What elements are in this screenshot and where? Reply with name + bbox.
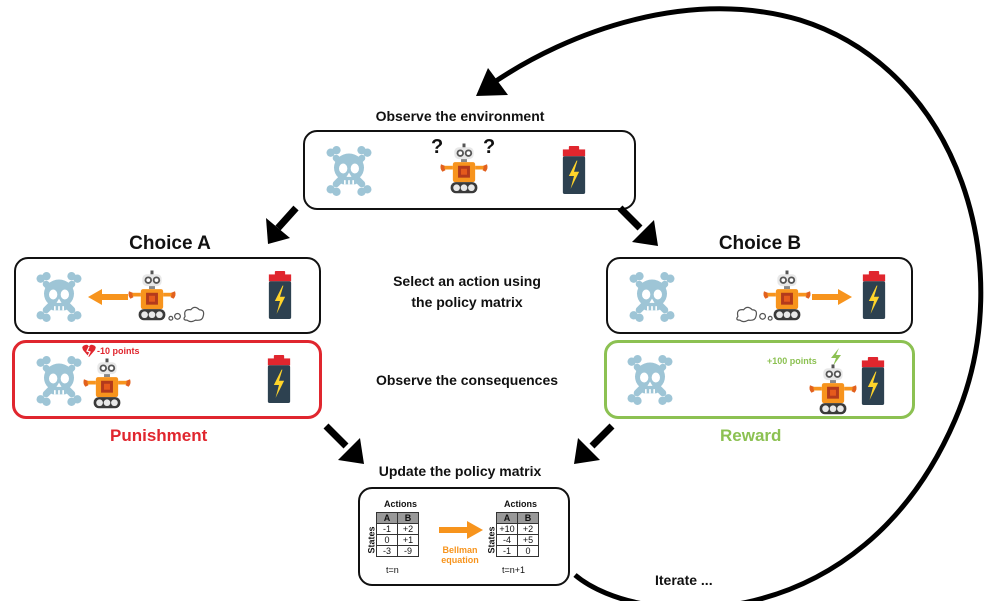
iterate-label: Iterate ...: [655, 572, 713, 588]
battery-icon: [862, 271, 886, 319]
battery-icon: [562, 146, 586, 194]
actions-label: Actions: [384, 499, 418, 509]
robot-icon: [763, 270, 811, 321]
arrow-from-reward: [574, 423, 615, 464]
arrow-from-punishment: [323, 423, 364, 464]
time-label-before: t=n: [386, 565, 399, 575]
robot-icon: [83, 358, 131, 409]
choice-a-action-panel: [14, 257, 321, 334]
skull-icon: [627, 355, 673, 405]
observe-environment-title: Observe the environment: [375, 108, 545, 124]
reward-points: +100 points: [767, 356, 817, 366]
broken-heart-icon: [82, 344, 96, 357]
states-label: States: [486, 526, 497, 554]
observe-consequences-text: Observe the consequences: [375, 372, 559, 388]
robot-icon: [809, 364, 857, 415]
select-action-text: Select an action using the policy matrix: [393, 273, 541, 310]
update-policy-heading: Update the policy matrix: [378, 463, 542, 479]
question-mark: ?: [483, 136, 496, 158]
penalty-points: -10 points: [97, 346, 140, 356]
reward-label: Reward: [720, 426, 782, 445]
arrow-icon: [88, 289, 128, 305]
bellman-arrow-icon: [439, 521, 483, 539]
punishment-panel: -10 points: [12, 340, 322, 419]
choice-b-heading: Choice B: [718, 233, 802, 254]
observe-environment-panel: ? ?: [303, 130, 636, 210]
skull-icon: [629, 272, 675, 322]
choice-b-action-panel: [606, 257, 913, 334]
skull-icon: [36, 356, 82, 406]
lightning-icon: [831, 348, 841, 366]
battery-icon: [267, 355, 291, 403]
skull-icon: [326, 146, 372, 196]
punishment-label: Punishment: [110, 426, 208, 445]
bellman-equation-label: Bellman equation: [441, 545, 479, 565]
reward-panel: +100 points: [604, 340, 915, 419]
arrow-to-choice-b: [617, 205, 658, 246]
arrow-to-choice-a: [266, 205, 299, 244]
battery-icon: [268, 271, 292, 319]
time-label-after: t=n+1: [502, 565, 526, 575]
battery-icon: [861, 357, 885, 405]
actions-label: Actions: [504, 499, 538, 509]
arrow-icon: [812, 289, 852, 305]
thought-bubble-icon: [168, 306, 205, 323]
choice-a-heading: Choice A: [129, 233, 211, 254]
states-label: States: [366, 526, 377, 554]
question-mark: ?: [431, 136, 444, 158]
skull-icon: [36, 272, 82, 322]
